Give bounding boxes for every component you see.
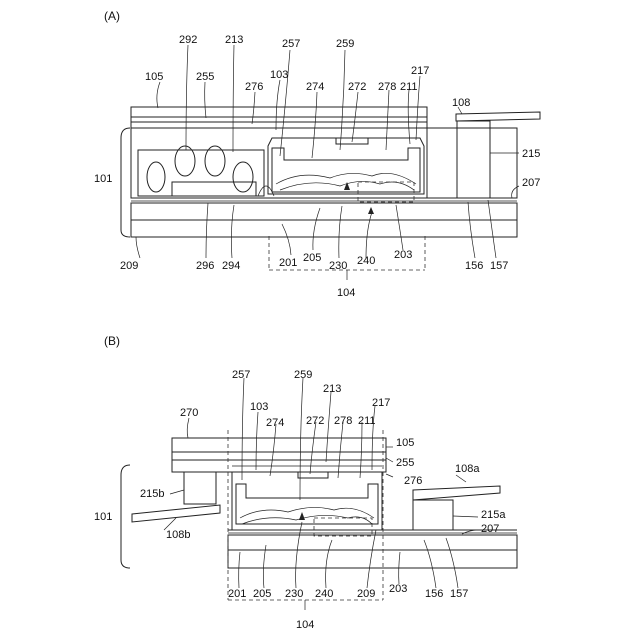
b-ref-104: 104 <box>296 619 314 631</box>
a-ref-272: 272 <box>348 81 366 93</box>
a-ref-215: 215 <box>522 148 540 160</box>
b-ref-156: 156 <box>425 588 443 600</box>
a-substrate <box>131 220 517 237</box>
a-ref-240: 240 <box>357 255 375 267</box>
a-right-seal <box>427 128 517 198</box>
b-ref-215b: 215b <box>140 488 164 500</box>
b-film-255 <box>172 452 386 460</box>
a-counter-substrate <box>131 107 427 117</box>
b-ref-278: 278 <box>334 415 352 427</box>
b-counter-substrate <box>172 438 386 452</box>
b-ref-103: 103 <box>250 401 268 413</box>
b-ref-270: 270 <box>180 407 198 419</box>
b-ref-257: 257 <box>232 369 250 381</box>
b-ref-157: 157 <box>450 588 468 600</box>
b-ref-101: 101 <box>94 511 112 523</box>
b-ref-201: 201 <box>228 588 246 600</box>
a-ref-274: 274 <box>306 81 324 93</box>
b-ref-259: 259 <box>294 369 312 381</box>
a-ref-156: 156 <box>465 260 483 272</box>
panel-b-label: (B) <box>104 334 120 348</box>
a-connector-215 <box>457 121 490 198</box>
a-ref-276: 276 <box>245 81 263 93</box>
a-ref-103: 103 <box>270 69 288 81</box>
b-ref-215a: 215a <box>481 509 506 521</box>
b-fpc-108b <box>132 505 220 522</box>
b-ref-276: 276 <box>404 475 422 487</box>
a-ref-205: 205 <box>303 252 321 264</box>
a-ref-104: 104 <box>337 287 355 299</box>
a-ref-157: 157 <box>490 260 508 272</box>
b-ref-108a: 108a <box>455 463 480 475</box>
a-ref-203: 203 <box>394 249 412 261</box>
a-ref-211: 211 <box>400 81 418 93</box>
a-ref-296: 296 <box>196 260 214 272</box>
b-ref-272: 272 <box>306 415 324 427</box>
a-ref-259: 259 <box>336 38 354 50</box>
b-ref-108b: 108b <box>166 529 190 541</box>
b-fpc-108a <box>413 486 500 500</box>
b-ref-240: 240 <box>315 588 333 600</box>
b-connector-215b <box>184 472 216 504</box>
b-ref-255: 255 <box>396 457 414 469</box>
b-ref-217: 217 <box>372 397 390 409</box>
a-ref-101: 101 <box>94 173 112 185</box>
a-ref-213: 213 <box>225 34 243 46</box>
b-ref-205: 205 <box>253 588 271 600</box>
b-ref-105: 105 <box>396 437 414 449</box>
a-ref-278: 278 <box>378 81 396 93</box>
a-ref-105: 105 <box>145 71 163 83</box>
a-ref-257: 257 <box>282 38 300 50</box>
b-cell-body <box>232 472 382 530</box>
a-ref-255: 255 <box>196 71 214 83</box>
b-ref-209: 209 <box>357 588 375 600</box>
a-ref-209: 209 <box>120 260 138 272</box>
a-ref-294: 294 <box>222 260 240 272</box>
b-substrate <box>228 550 517 568</box>
a-ref-108: 108 <box>452 97 470 109</box>
b-ref-203: 203 <box>389 583 407 595</box>
b-ref-211: 211 <box>358 415 376 427</box>
a-spacer-ellipse-1 <box>147 162 165 192</box>
a-fpc-108 <box>456 112 540 121</box>
b-ref-230: 230 <box>285 588 303 600</box>
b-ref-274: 274 <box>266 417 284 429</box>
a-ref-201: 201 <box>279 257 297 269</box>
b-connector-215a <box>413 500 453 530</box>
a-film-255 <box>131 117 427 122</box>
panel-b: (B) <box>94 334 517 631</box>
panel-a-label: (A) <box>104 9 120 23</box>
b-ref-207: 207 <box>481 523 499 535</box>
a-spacer-ellipse-4 <box>233 162 253 192</box>
a-ref-207: 207 <box>522 177 540 189</box>
a-ref-230: 230 <box>329 260 347 272</box>
a-ref-292: 292 <box>179 34 197 46</box>
a-ref-217: 217 <box>411 65 429 77</box>
panel-a: (A) <box>94 9 540 299</box>
a-film-276 <box>131 122 427 128</box>
b-ref-213: 213 <box>323 383 341 395</box>
a-dotted-layer <box>131 203 517 220</box>
